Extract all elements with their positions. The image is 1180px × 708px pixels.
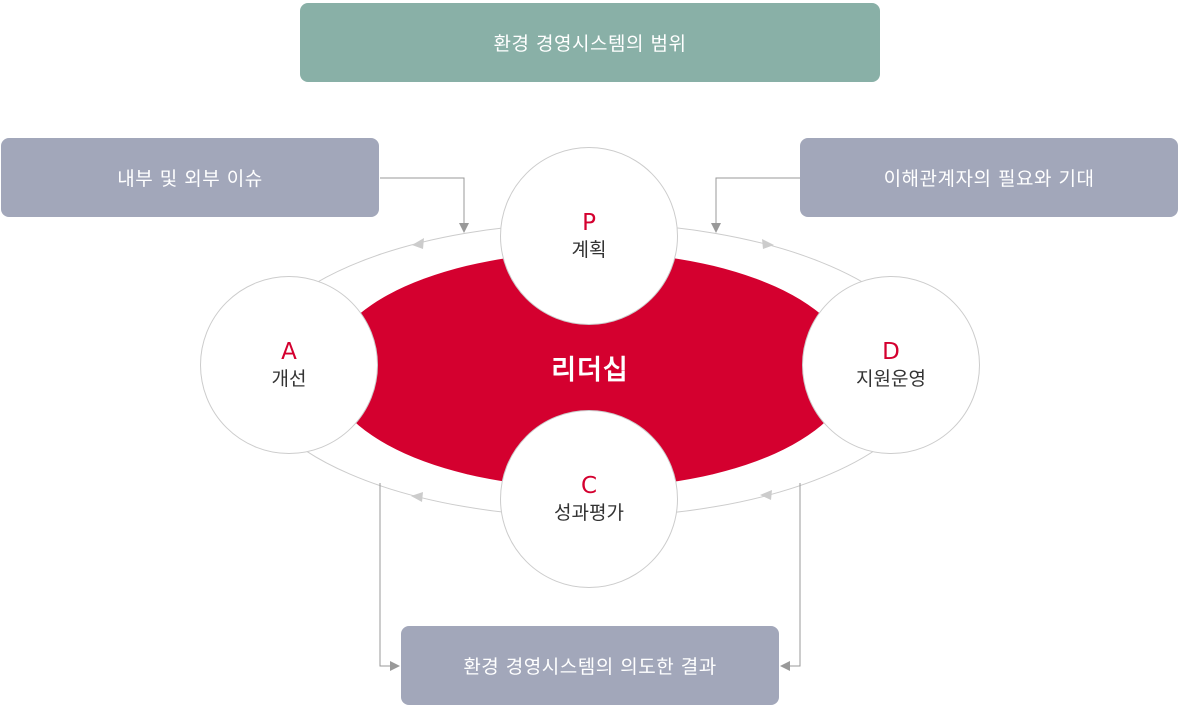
do-letter: D: [882, 339, 900, 365]
leadership-label: 리더십: [551, 354, 629, 386]
act-circle: A 개선: [200, 276, 378, 454]
do-label: 지원운영: [856, 368, 926, 390]
internal-external-issues-label: 내부 및 외부 이슈: [117, 168, 263, 190]
scope-box: 환경 경영시스템의 범위: [300, 3, 880, 82]
connector-left-to-output: [379, 483, 400, 671]
act-letter: A: [281, 339, 297, 365]
check-label: 성과평가: [554, 502, 624, 524]
cycle-arrow-top-left: [412, 238, 424, 249]
act-label: 개선: [271, 368, 307, 390]
cycle-arrow-top-right: [762, 239, 774, 249]
connector-needs-to-plan: [711, 177, 800, 233]
connector-right-to-output: [780, 483, 801, 671]
stakeholder-needs-box: 이해관계자의 필요와 기대: [800, 138, 1178, 217]
cycle-arrow-bottom-right: [760, 490, 772, 500]
plan-label: 계획: [571, 239, 607, 261]
check-circle: C 성과평가: [500, 410, 678, 588]
check-letter: C: [580, 473, 598, 499]
internal-external-issues-box: 내부 및 외부 이슈: [1, 138, 379, 217]
intended-outcomes-label: 환경 경영시스템의 의도한 결과: [463, 656, 717, 678]
leadership-ellipse: [328, 252, 852, 488]
scope-box-label: 환경 경영시스템의 범위: [493, 33, 687, 55]
plan-circle: P 계획: [500, 147, 678, 325]
plan-letter: P: [582, 210, 596, 236]
connector-issues-to-plan: [380, 177, 469, 233]
cycle-arrow-bottom-left: [411, 492, 423, 502]
do-circle: D 지원운영: [802, 276, 980, 454]
stakeholder-needs-label: 이해관계자의 필요와 기대: [883, 168, 1095, 190]
intended-outcomes-box: 환경 경영시스템의 의도한 결과: [401, 626, 779, 705]
